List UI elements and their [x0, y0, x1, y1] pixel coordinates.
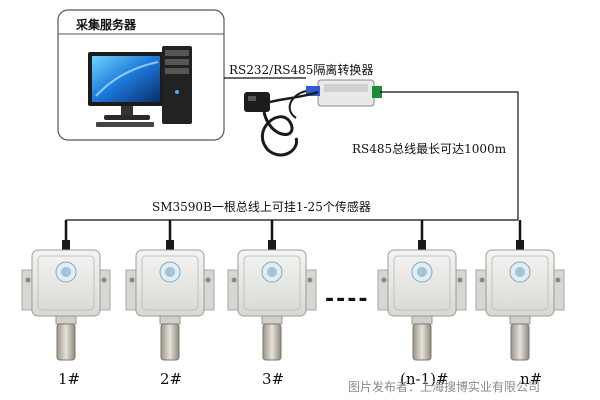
converter-icon [306, 79, 382, 107]
rs485-main-wire [380, 91, 519, 220]
publisher-watermark: 图片发布者：上海搜博实业有限公司 [348, 380, 541, 394]
ellipsis: ---- [325, 287, 370, 312]
bus-capacity-label: SM3590B一根总线上可挂1-25个传感器 [152, 200, 371, 214]
sensor-label-2: 2# [160, 370, 183, 388]
sensor-1-device [20, 218, 112, 362]
sensor-label-1: 1# [58, 370, 81, 388]
sensor-n-minus-1-device [376, 218, 468, 362]
sensor-n-device [474, 218, 566, 362]
bus-length-label: RS485总线最长可达1000m [352, 142, 507, 156]
converter-label: RS232/RS485隔离转换器 [229, 63, 374, 77]
computer-tower-icon [162, 46, 192, 124]
sensor-label-n: n# [520, 370, 543, 388]
usb-cable [288, 90, 307, 119]
power-adapter-icon [244, 90, 319, 157]
server-title: 采集服务器 [76, 18, 137, 32]
sensor-2-device [124, 218, 216, 362]
sensor-label-3: 3# [262, 370, 285, 388]
sensor-3-device [226, 218, 318, 362]
monitor-icon [88, 52, 164, 127]
sensor-label-n-minus-1: (n-1)# [400, 370, 449, 388]
